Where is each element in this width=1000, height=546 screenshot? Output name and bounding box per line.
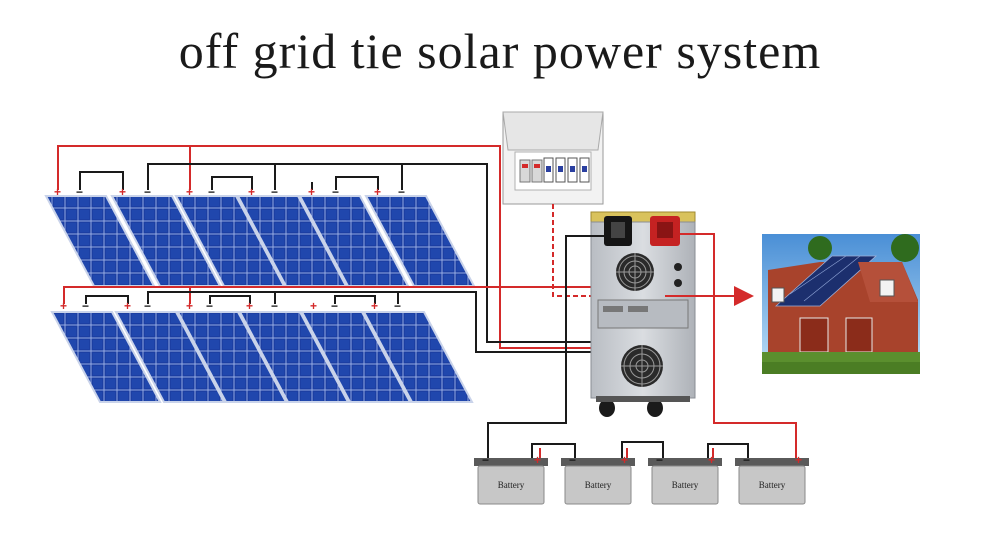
svg-text:+: + xyxy=(708,453,715,467)
solar-panel-icon xyxy=(300,311,412,403)
battery-icon: Battery − + xyxy=(474,453,548,505)
top-array-wiring xyxy=(57,145,600,349)
battery-label: Battery xyxy=(759,480,786,490)
svg-text:+: + xyxy=(374,185,381,199)
svg-text:+: + xyxy=(308,185,315,199)
svg-text:−: − xyxy=(271,185,278,199)
svg-text:+: + xyxy=(186,299,193,313)
solar-panel-icon xyxy=(50,311,162,403)
house-icon xyxy=(762,234,920,374)
solar-panel-icon xyxy=(362,311,474,403)
svg-text:+: + xyxy=(248,185,255,199)
svg-text:−: − xyxy=(569,453,576,467)
svg-text:−: − xyxy=(482,453,489,467)
svg-text:−: − xyxy=(394,299,401,313)
solar-panel-icon xyxy=(238,311,350,403)
breaker-box-icon xyxy=(502,111,604,205)
battery-icon: Battery − + xyxy=(735,453,809,505)
svg-text:−: − xyxy=(208,185,215,199)
battery-label: Battery xyxy=(498,480,525,490)
svg-text:−: − xyxy=(206,299,213,313)
svg-text:−: − xyxy=(76,185,83,199)
svg-text:−: − xyxy=(656,453,663,467)
svg-text:+: + xyxy=(621,453,628,467)
battery-icon: Battery − + xyxy=(648,453,722,505)
svg-text:−: − xyxy=(144,185,151,199)
svg-text:+: + xyxy=(119,185,126,199)
battery-bank: Battery − + Battery − + Battery − + Battery − + xyxy=(474,453,809,505)
svg-text:−: − xyxy=(331,299,338,313)
svg-text:+: + xyxy=(534,453,541,467)
battery-label: Battery xyxy=(585,480,612,490)
inverter-wiring xyxy=(487,233,797,458)
battery-icon: Battery − + xyxy=(561,453,635,505)
svg-text:+: + xyxy=(795,453,802,467)
svg-text:−: − xyxy=(82,299,89,313)
svg-text:+: + xyxy=(186,185,193,199)
inverter-icon xyxy=(590,211,696,417)
svg-text:−: − xyxy=(743,453,750,467)
svg-text:−: − xyxy=(144,299,151,313)
svg-text:+: + xyxy=(310,299,317,313)
svg-text:−: − xyxy=(271,299,278,313)
solar-panel-array xyxy=(44,195,476,403)
svg-text:+: + xyxy=(246,299,253,313)
svg-text:+: + xyxy=(54,185,61,199)
svg-text:+: + xyxy=(124,299,131,313)
bottom-array-wiring xyxy=(63,286,600,353)
svg-text:+: + xyxy=(60,299,67,313)
svg-text:−: − xyxy=(332,185,339,199)
solar-panel-icon xyxy=(176,311,288,403)
panel-terminal-signs: + − + − + − + − + − + − + − + − + − + − … xyxy=(54,185,405,313)
battery-label: Battery xyxy=(672,480,699,490)
diagram-title: off grid tie solar power system xyxy=(178,23,822,79)
svg-text:+: + xyxy=(371,299,378,313)
battery-wiring xyxy=(531,441,749,458)
solar-panel-icon xyxy=(114,311,226,403)
svg-text:−: − xyxy=(398,185,405,199)
